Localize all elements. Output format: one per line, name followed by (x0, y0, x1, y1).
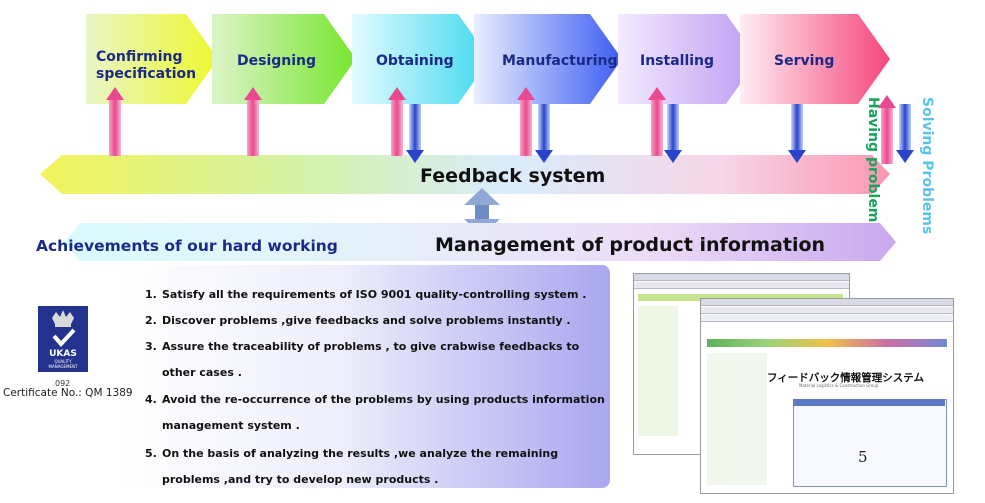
list-item: 5.On the basis of analyzing the results … (145, 447, 559, 486)
stage-chevron (740, 14, 890, 104)
stage-label: Serving (774, 53, 834, 70)
up-arrow-icon (648, 87, 666, 156)
stage-chevron (474, 14, 622, 104)
feedback-bar (40, 155, 890, 194)
down-arrow-icon (896, 104, 914, 163)
svg-text:UKAS: UKAS (49, 349, 77, 359)
stage-chevron (618, 14, 758, 104)
svg-text:QUALITY: QUALITY (54, 359, 72, 364)
screenshot-title: フィードバック情報管理システム (767, 372, 924, 384)
stage-label: Designing (237, 53, 316, 70)
down-arrow-icon (664, 104, 682, 163)
screenshot-subtitle: Material Logistics & Construction Group (799, 383, 879, 388)
up-arrow-icon (244, 87, 262, 156)
feedback-system-label: Feedback system (420, 165, 606, 187)
achievements-panel (118, 265, 610, 488)
stage-label-line: Installing (640, 53, 715, 69)
stage-label-line: Manufacturing (502, 53, 618, 69)
list-item: 3.Assure the traceability of problems , … (145, 340, 580, 379)
list-item: 1.Satisfy all the requirements of ISO 90… (145, 288, 587, 301)
certificate-number: Certificate No.: QM 1389 (3, 387, 133, 399)
down-arrow-icon (535, 104, 553, 163)
stage-chevron (352, 14, 490, 104)
up-arrow-icon (517, 87, 535, 156)
down-arrow-icon (406, 104, 424, 163)
stage-chevron (86, 14, 218, 104)
stage-label: Manufacturing (502, 53, 618, 70)
banner-graphics (64, 188, 896, 261)
stage-label-line: Confirming (96, 49, 183, 65)
page-number: 5 (858, 448, 868, 466)
software-screenshot-front (700, 298, 954, 494)
stage-label-line: Designing (237, 53, 317, 69)
stage-label-line: Serving (774, 53, 835, 69)
stage-chevron (212, 14, 356, 104)
ukas-logo: UKAS QUALITY MANAGEMENT (38, 306, 88, 372)
stage-label-line: Obtaining (376, 53, 454, 69)
info-banner (64, 223, 896, 261)
achievements-heading: Achievements of our hard working (36, 237, 338, 255)
up-arrow-icon (106, 87, 124, 156)
process-ribbon (40, 14, 914, 194)
up-arrow-icon (878, 95, 896, 164)
list-item: 4.Avoid the re-occurrence of the problem… (145, 393, 605, 432)
stage-label: Installing (640, 53, 714, 70)
down-arrow-icon (788, 104, 806, 163)
svg-text:MANAGEMENT: MANAGEMENT (49, 364, 78, 369)
stage-label-line: specification (96, 66, 197, 82)
ukas-code: 092 (55, 379, 71, 388)
list-item: 2.Discover problems ,give feedbacks and … (145, 314, 571, 327)
up-arrow-icon (388, 87, 406, 156)
management-heading: Management of product information (435, 234, 826, 256)
stage-label: Obtaining (376, 53, 454, 70)
